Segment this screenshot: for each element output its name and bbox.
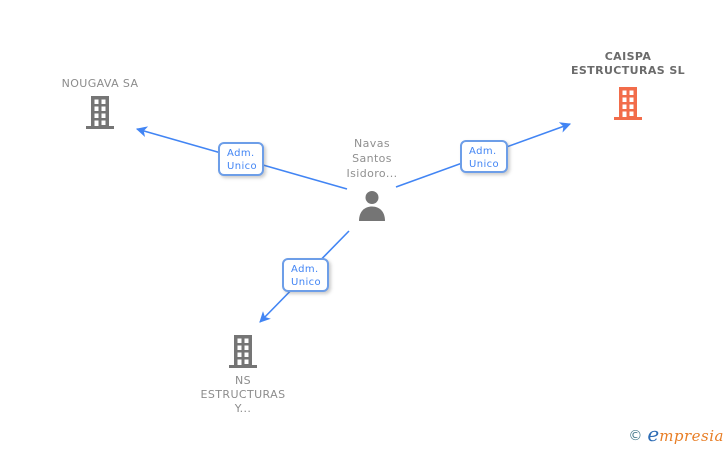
relationship-label-left-line2: Unico [227,161,258,172]
person-name-line2: Santos [352,152,392,165]
relationship-label-left-line1: Adm. [227,148,255,159]
company-node-caispa[interactable]: CAISPA ESTRUCTURAS SL [548,50,708,120]
brand-initial: e [647,422,660,446]
person-name-line1: Navas [354,137,390,150]
company-name-nougava: NOUGAVA SA [61,77,139,90]
person-icon [359,191,385,221]
relationship-label-left[interactable]: Adm. Unico [218,142,264,176]
building-icon-orange [614,87,642,120]
relationship-label-right-line2: Unico [469,159,500,170]
empresia-watermark[interactable]: ©empresia [628,422,724,446]
building-icon-gray [86,96,114,129]
building-icon-gray [229,335,257,368]
copyright-icon: © [628,428,643,444]
company-name-caispa-line2: ESTRUCTURAS SL [570,64,686,77]
relationship-label-bottom[interactable]: Adm. Unico [282,258,329,292]
relationship-label-bottom-line1: Adm. [291,264,319,275]
company-name-ns-line3: Y... [234,402,252,415]
company-name-ns-line1: NS [234,374,251,387]
company-name-caispa-line1: CAISPA [604,50,652,63]
person-node-navas[interactable]: Navas Santos Isidoro... [292,136,452,221]
relationship-label-bottom-line2: Unico [291,277,322,288]
person-name-line3: Isidoro... [346,167,398,180]
company-node-nougava[interactable]: NOUGAVA SA [20,77,180,129]
company-name-ns-line2: ESTRUCTURAS [200,388,286,401]
relationship-label-right[interactable]: Adm. Unico [460,140,508,173]
relationship-label-right-line1: Adm. [469,146,497,157]
company-node-ns[interactable]: NS ESTRUCTURAS Y... [163,334,323,416]
brand-text: mpresia [659,427,724,445]
